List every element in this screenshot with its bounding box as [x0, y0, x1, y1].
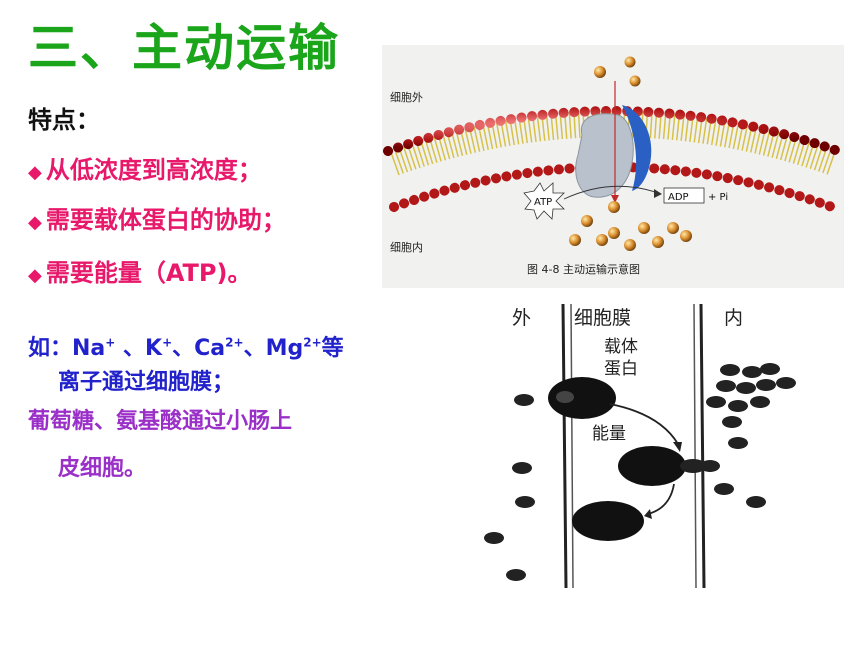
- feature-item: ◆需要能量（ATP)。: [28, 253, 251, 288]
- features-label: 特点：: [28, 106, 100, 134]
- ion-inside: [742, 366, 762, 378]
- ion-inside: [756, 379, 776, 391]
- sugar-example: 葡萄糖、氨基酸通过小肠上: [28, 409, 293, 434]
- active-transport-figure: 细胞外 细胞内 ATP ADP + Pi: [382, 45, 844, 288]
- molecule: [624, 56, 636, 68]
- ion-inside: [714, 483, 734, 495]
- ion-ca: Ca: [194, 336, 226, 361]
- membrane-line-left: [561, 303, 568, 589]
- page-title: 三、主动运输: [28, 19, 340, 77]
- feature-text: 需要载体蛋白的协助；: [45, 206, 286, 234]
- ion-inside: [706, 396, 726, 408]
- carrier-label-line1: 载体: [604, 337, 638, 357]
- molecule: [581, 215, 593, 227]
- carrier-label-line2: 蛋白: [604, 359, 638, 379]
- transport-arrow-head: [611, 195, 619, 203]
- membrane-line-right: [699, 303, 706, 589]
- carrier-protein-blue-part: [622, 105, 652, 191]
- ion-inside: [736, 382, 756, 394]
- carrier-protein: [575, 113, 634, 198]
- ion-k: K: [145, 336, 163, 361]
- adp-box: [663, 187, 705, 204]
- membrane-line-left-inner: [570, 303, 574, 589]
- ion-inside: [716, 380, 736, 392]
- energy-label: 能量: [592, 424, 626, 444]
- molecule: [624, 239, 636, 251]
- molecule: [680, 230, 692, 242]
- released-ion: [700, 460, 720, 472]
- ion-outside: [512, 462, 532, 474]
- diamond-bullet-icon: ◆: [28, 212, 42, 233]
- cell-inside-label: 细胞内: [390, 240, 423, 254]
- ion-inside: [746, 496, 766, 508]
- diamond-bullet-icon: ◆: [28, 265, 42, 286]
- sugar-example-line2: 皮细胞。: [58, 456, 147, 481]
- diamond-bullet-icon: ◆: [28, 162, 42, 183]
- atp-adp-arrow: [563, 185, 659, 200]
- atp-label: ATP: [534, 197, 552, 208]
- feature-text: 从低浓度到高浓度；: [45, 156, 262, 184]
- cell-outside-label: 细胞外: [390, 91, 423, 104]
- carrier-sketch-figure: 外 细胞膜 内 载体 蛋白 能量: [470, 296, 820, 596]
- molecule: [652, 236, 664, 248]
- ion-inside: [722, 416, 742, 428]
- atp-burst-icon: [523, 182, 565, 220]
- atp-adp-arrow-head: [654, 189, 662, 198]
- ion-suffix: 等: [321, 336, 344, 361]
- ion-mg-charge: 2+: [303, 335, 322, 350]
- membrane-line-right-inner: [693, 303, 697, 589]
- ion-outside: [514, 394, 534, 406]
- carrier-protein-state3: [572, 501, 644, 541]
- molecule: [638, 222, 650, 234]
- molecule: [594, 66, 606, 78]
- ion-na: Na: [72, 336, 106, 361]
- molecule: [596, 234, 608, 246]
- ion-outside: [506, 569, 526, 581]
- feature-item: ◆需要载体蛋白的协助；: [28, 200, 286, 235]
- ion-mg: Mg: [265, 336, 304, 361]
- carrier-protein-state2: [618, 446, 686, 486]
- feature-text: 需要能量（ATP)。: [45, 259, 252, 287]
- ion-inside: [720, 364, 740, 376]
- ion-prefix: 如：: [28, 336, 73, 361]
- carrier-protein-state1: [548, 377, 616, 419]
- adp-label: ADP: [668, 192, 689, 203]
- ion-inside: [728, 437, 748, 449]
- figure-caption: 图 4-8 主动运输示意图: [527, 262, 640, 276]
- outside-label: 外: [512, 307, 531, 329]
- cycle-arrow-2-head: [644, 509, 652, 519]
- molecule: [629, 75, 641, 87]
- ion-example-line2: 离子通过细胞膜；: [58, 370, 235, 395]
- bound-ion: [556, 391, 574, 403]
- ion-outside: [484, 532, 504, 544]
- ion-outside: [515, 496, 535, 508]
- ion-example: 如：Na+ 、K+、Ca2+、Mg2+等: [28, 335, 344, 361]
- ion-ca-charge: 2+: [225, 335, 244, 350]
- bound-ion: [680, 459, 706, 473]
- pi-label: + Pi: [708, 192, 728, 203]
- cycle-arrow-1: [609, 403, 679, 445]
- cycle-arrow-1-head: [673, 442, 682, 452]
- membrane-label: 细胞膜: [574, 307, 631, 329]
- ion-inside: [776, 377, 796, 389]
- phospholipid-outer-heads: [383, 106, 843, 156]
- molecule: [569, 234, 581, 246]
- cycle-arrow-2: [647, 483, 675, 515]
- molecule: [608, 201, 620, 213]
- inside-label: 内: [724, 307, 743, 329]
- ion-na-charge: +: [105, 335, 116, 350]
- ion-inside: [728, 400, 748, 412]
- ion-k-charge: +: [162, 335, 173, 350]
- molecule: [608, 227, 620, 239]
- ion-inside: [760, 363, 780, 375]
- ion-inside: [750, 396, 770, 408]
- molecule: [667, 222, 679, 234]
- feature-item: ◆从低浓度到高浓度；: [28, 150, 262, 185]
